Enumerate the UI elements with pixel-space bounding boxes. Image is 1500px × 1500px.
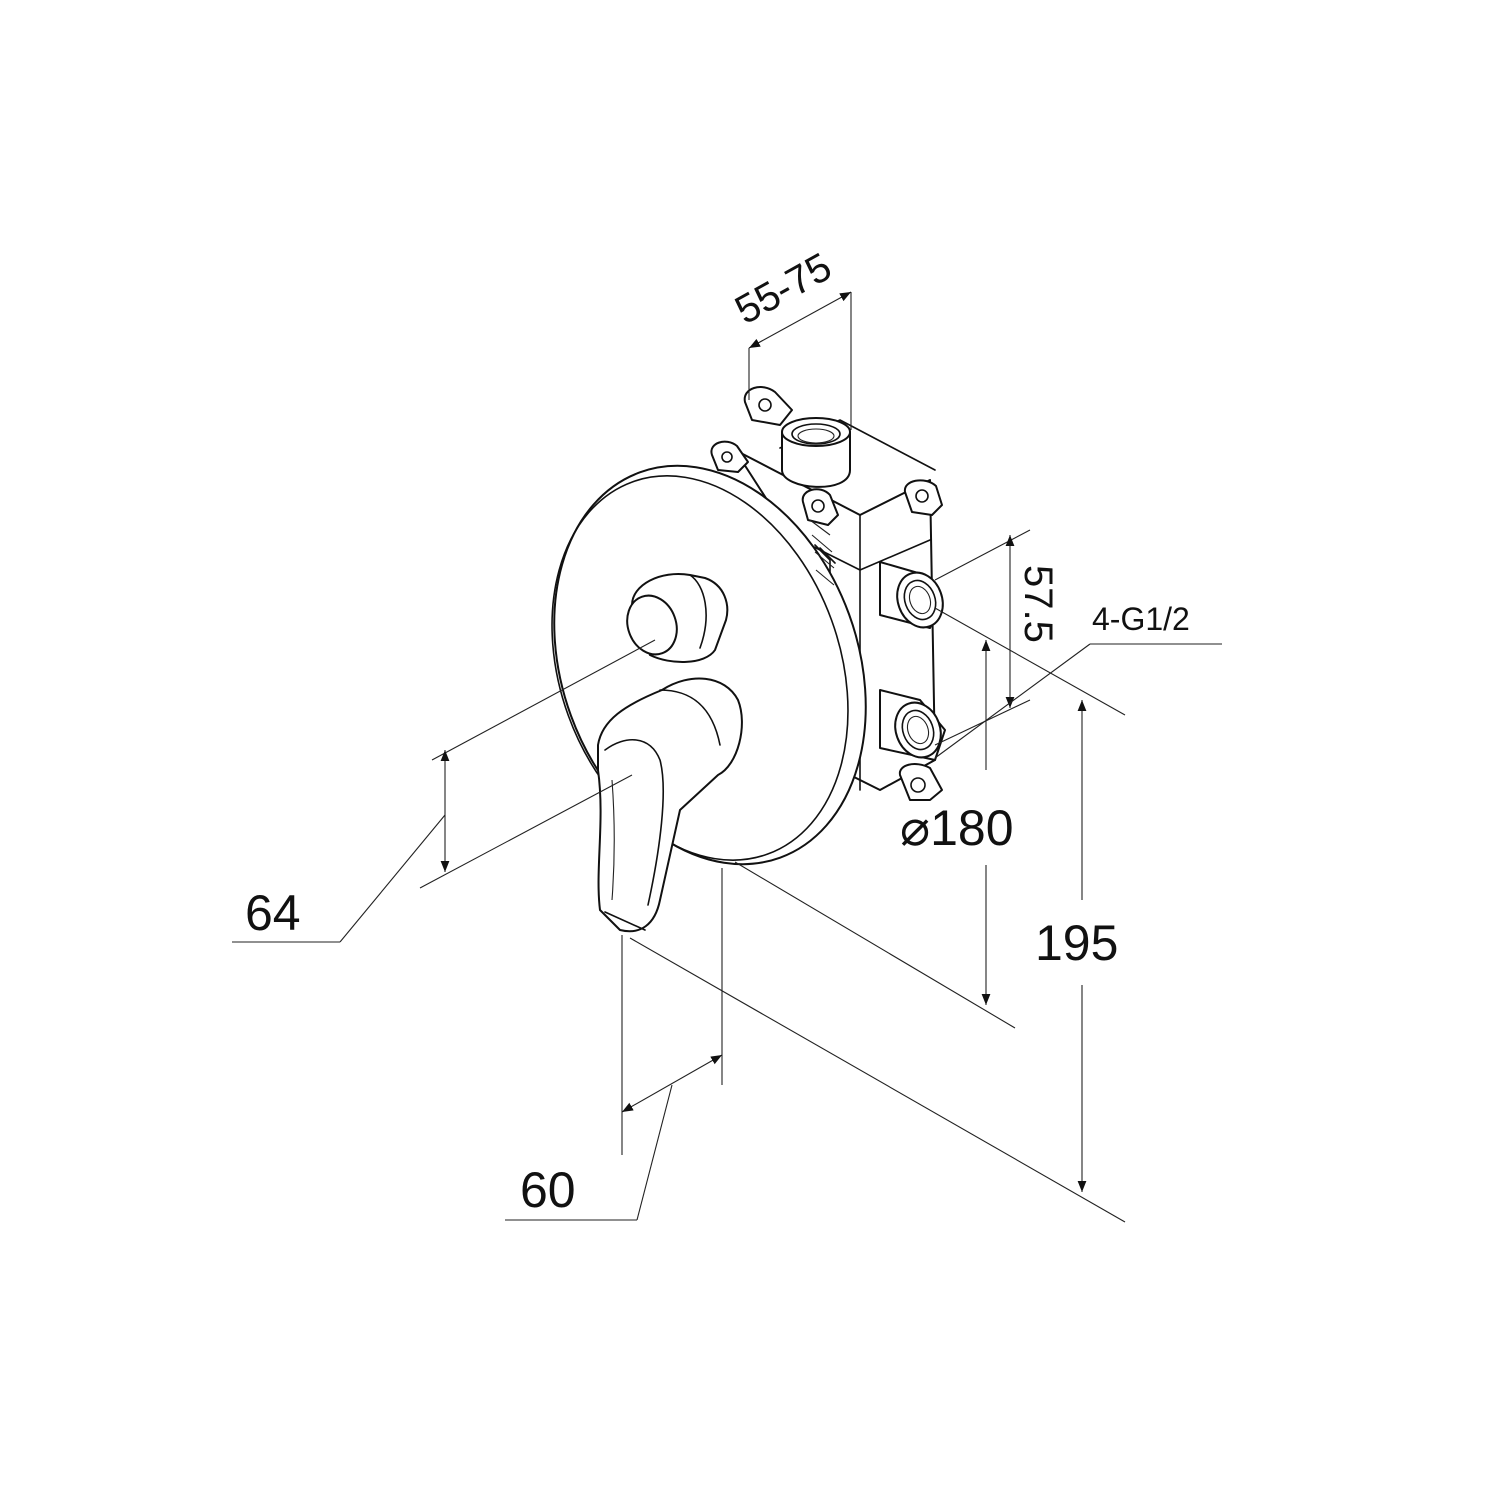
- dimension-port-spacing: 57.5: [934, 529, 1060, 746]
- label-port-spacing: 57.5: [1016, 565, 1060, 643]
- mounting-lug-top-left: [743, 386, 793, 426]
- dimension-plate-diameter: ⌀180: [734, 607, 1126, 1029]
- mounting-lug-bottom: [898, 763, 943, 801]
- label-depth-range: 55-75: [728, 245, 839, 333]
- dimension-lever-projection: 64: [232, 639, 656, 943]
- label-total-height: 195: [1035, 915, 1118, 971]
- dimension-thread-spec: 4-G1/2: [934, 601, 1222, 759]
- mounting-lug-right: [903, 479, 943, 516]
- lower-side-port: [879, 689, 946, 761]
- cover-plate: [551, 464, 867, 866]
- dimension-plate-to-lever: 60: [505, 868, 723, 1221]
- lever-handle: [597, 677, 743, 933]
- dimension-total-height: 195: [629, 700, 1126, 1223]
- mounting-lug-mid: [801, 488, 839, 526]
- label-plate-to-lever: 60: [520, 1162, 576, 1218]
- top-outlet-port: [781, 417, 851, 488]
- mounting-lug-left: [710, 440, 749, 473]
- label-thread-spec: 4-G1/2: [1092, 601, 1190, 637]
- upper-side-port: [879, 561, 944, 629]
- diverter-knob: [626, 573, 729, 663]
- label-plate-diameter: ⌀180: [900, 800, 1014, 856]
- label-lever-projection: 64: [245, 885, 301, 941]
